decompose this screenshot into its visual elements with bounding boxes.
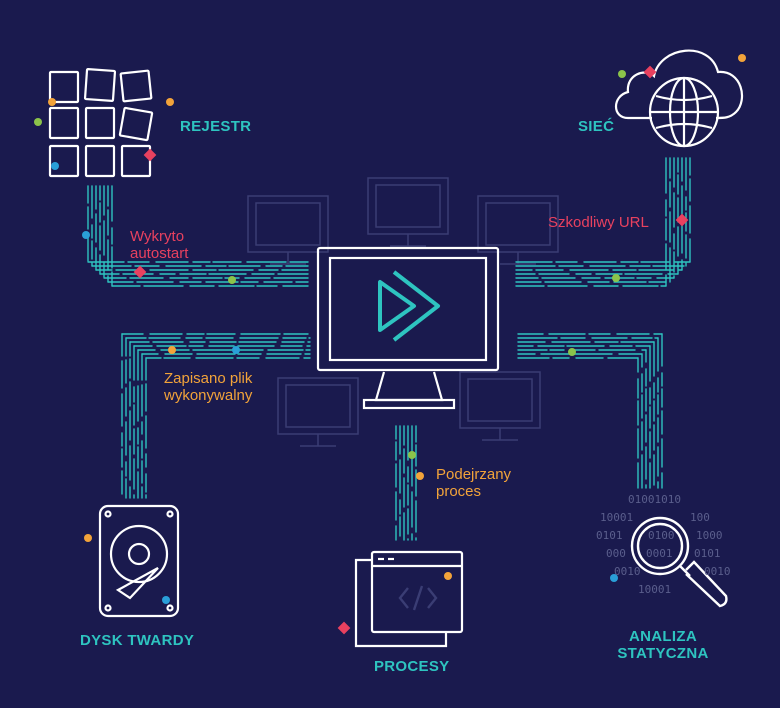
suspicious-line2: proces [436, 483, 482, 501]
decorative-dot [618, 70, 626, 78]
static-analysis-line2: STATYCZNA [617, 645, 709, 663]
decorative-dot [568, 348, 576, 356]
ghost-monitor-top-left [247, 195, 329, 265]
binary-text: 0101 [596, 529, 623, 542]
file-saved-event-label: Zapisano plik wykonywalny [164, 370, 252, 405]
autostart-line2: autostart [130, 245, 189, 263]
ghost-monitor-bottom-right [459, 371, 541, 441]
autostart-line1: Wykryto [130, 228, 185, 245]
binary-text: 0010 [614, 565, 641, 578]
processes-label: PROCESY [374, 658, 450, 675]
cloud-globe-icon [614, 49, 744, 148]
binary-text: 0001 [646, 547, 673, 560]
binary-text: 000 [606, 547, 626, 560]
hard-drive-label: DYSK TWARDY [80, 632, 195, 649]
code-brackets-icon [398, 585, 438, 611]
static-analysis-label: ANALIZA STATYCZNA [608, 628, 718, 663]
decorative-dot [48, 98, 56, 106]
binary-text: 100 [690, 511, 710, 524]
decorative-dot [232, 346, 240, 354]
network-label: SIEĆ [578, 118, 615, 135]
decorative-dot [416, 472, 424, 480]
background-monitors [247, 177, 559, 447]
autostart-event-label: Wykryto autostart [130, 228, 188, 263]
ghost-monitor-bottom-left [277, 377, 359, 447]
binary-text: 01001010 [628, 493, 681, 506]
binary-text: 10001 [600, 511, 634, 524]
code-window-icon [354, 550, 464, 648]
decorative-dot [738, 54, 746, 62]
registry-label: REJESTR [180, 118, 252, 135]
suspicious-line1: Podejrzany [436, 466, 512, 483]
decorative-dot [162, 596, 170, 604]
decorative-dot [133, 265, 147, 279]
decorative-dot [612, 274, 620, 282]
file-saved-line1: Zapisano plik [164, 370, 253, 387]
binary-text: 10001 [638, 583, 672, 596]
decorative-dot [408, 451, 416, 459]
malicious-url-label: Szkodliwy URL [548, 214, 649, 231]
decorative-dot [51, 162, 59, 170]
ghost-monitor-top-center [367, 177, 449, 247]
decorative-dot [444, 572, 452, 580]
central-monitor [316, 246, 500, 410]
play-logo-icon [378, 270, 440, 342]
binary-text: 0100 [648, 529, 675, 542]
hard-drive-icon [98, 504, 180, 618]
decorative-dot [337, 621, 351, 635]
ghost-monitor-top-right [477, 195, 559, 265]
decorative-dot [166, 98, 174, 106]
decorative-dots [34, 54, 746, 635]
decorative-dot [34, 118, 42, 126]
decorative-dot [84, 534, 92, 542]
suspicious-process-label: Podejrzany proces [436, 466, 511, 501]
binary-text: 0010 [704, 565, 731, 578]
decorative-dot [143, 148, 157, 162]
decorative-dot [82, 231, 90, 239]
file-saved-line2: wykonywalny [164, 387, 253, 405]
registry-grid-icon [48, 68, 154, 178]
decorative-dot [610, 574, 618, 582]
binary-text: 0101 [694, 547, 721, 560]
decorative-dot [228, 276, 236, 284]
binary-text: 1000 [696, 529, 723, 542]
decorative-dot [168, 346, 176, 354]
magnifier-icon [630, 516, 728, 608]
static-analysis-line1: ANALIZA [629, 628, 697, 645]
connector-lines [87, 157, 691, 541]
